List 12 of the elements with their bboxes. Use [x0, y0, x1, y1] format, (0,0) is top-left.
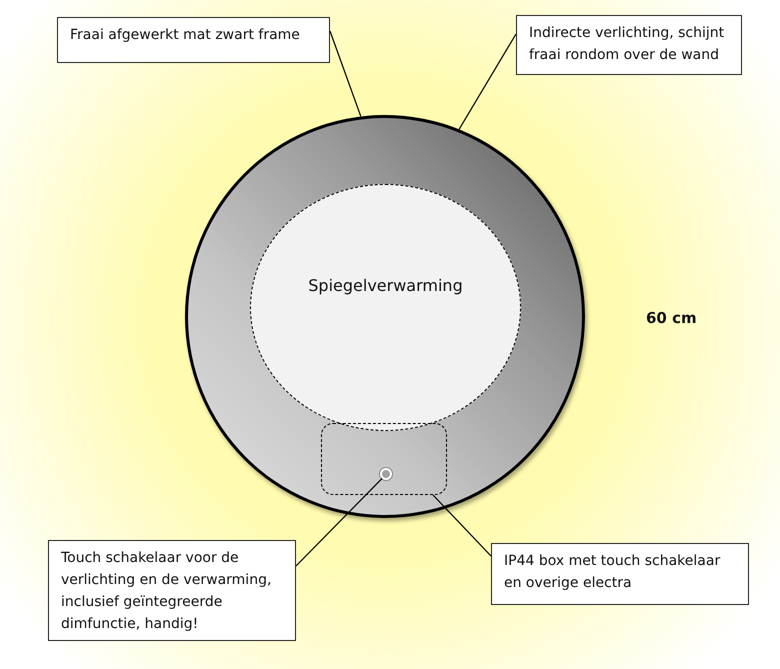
- leader-line: [432, 494, 492, 556]
- leader-line: [458, 34, 517, 130]
- callout-box: Touch schakelaar voor de verlichting en de verwarming, inclusief geïntegreerde dimfunctie, handig!: [48, 540, 296, 641]
- callout-box: Indirecte verlichting, schijnt fraai rondom over de wand: [516, 15, 742, 75]
- switch-box-outline: [321, 423, 447, 495]
- dimension-label: 60 cm: [646, 309, 697, 327]
- callout-box: IP44 box met touch schakelaar en overige electra: [491, 543, 749, 605]
- leader-line: [296, 478, 383, 566]
- leader-line: [329, 30, 362, 117]
- callout-box: Fraai afgewerkt mat zwart frame: [57, 17, 330, 63]
- heating-zone-circle: Spiegelverwarming: [250, 184, 521, 431]
- touch-switch-circle: [380, 468, 392, 480]
